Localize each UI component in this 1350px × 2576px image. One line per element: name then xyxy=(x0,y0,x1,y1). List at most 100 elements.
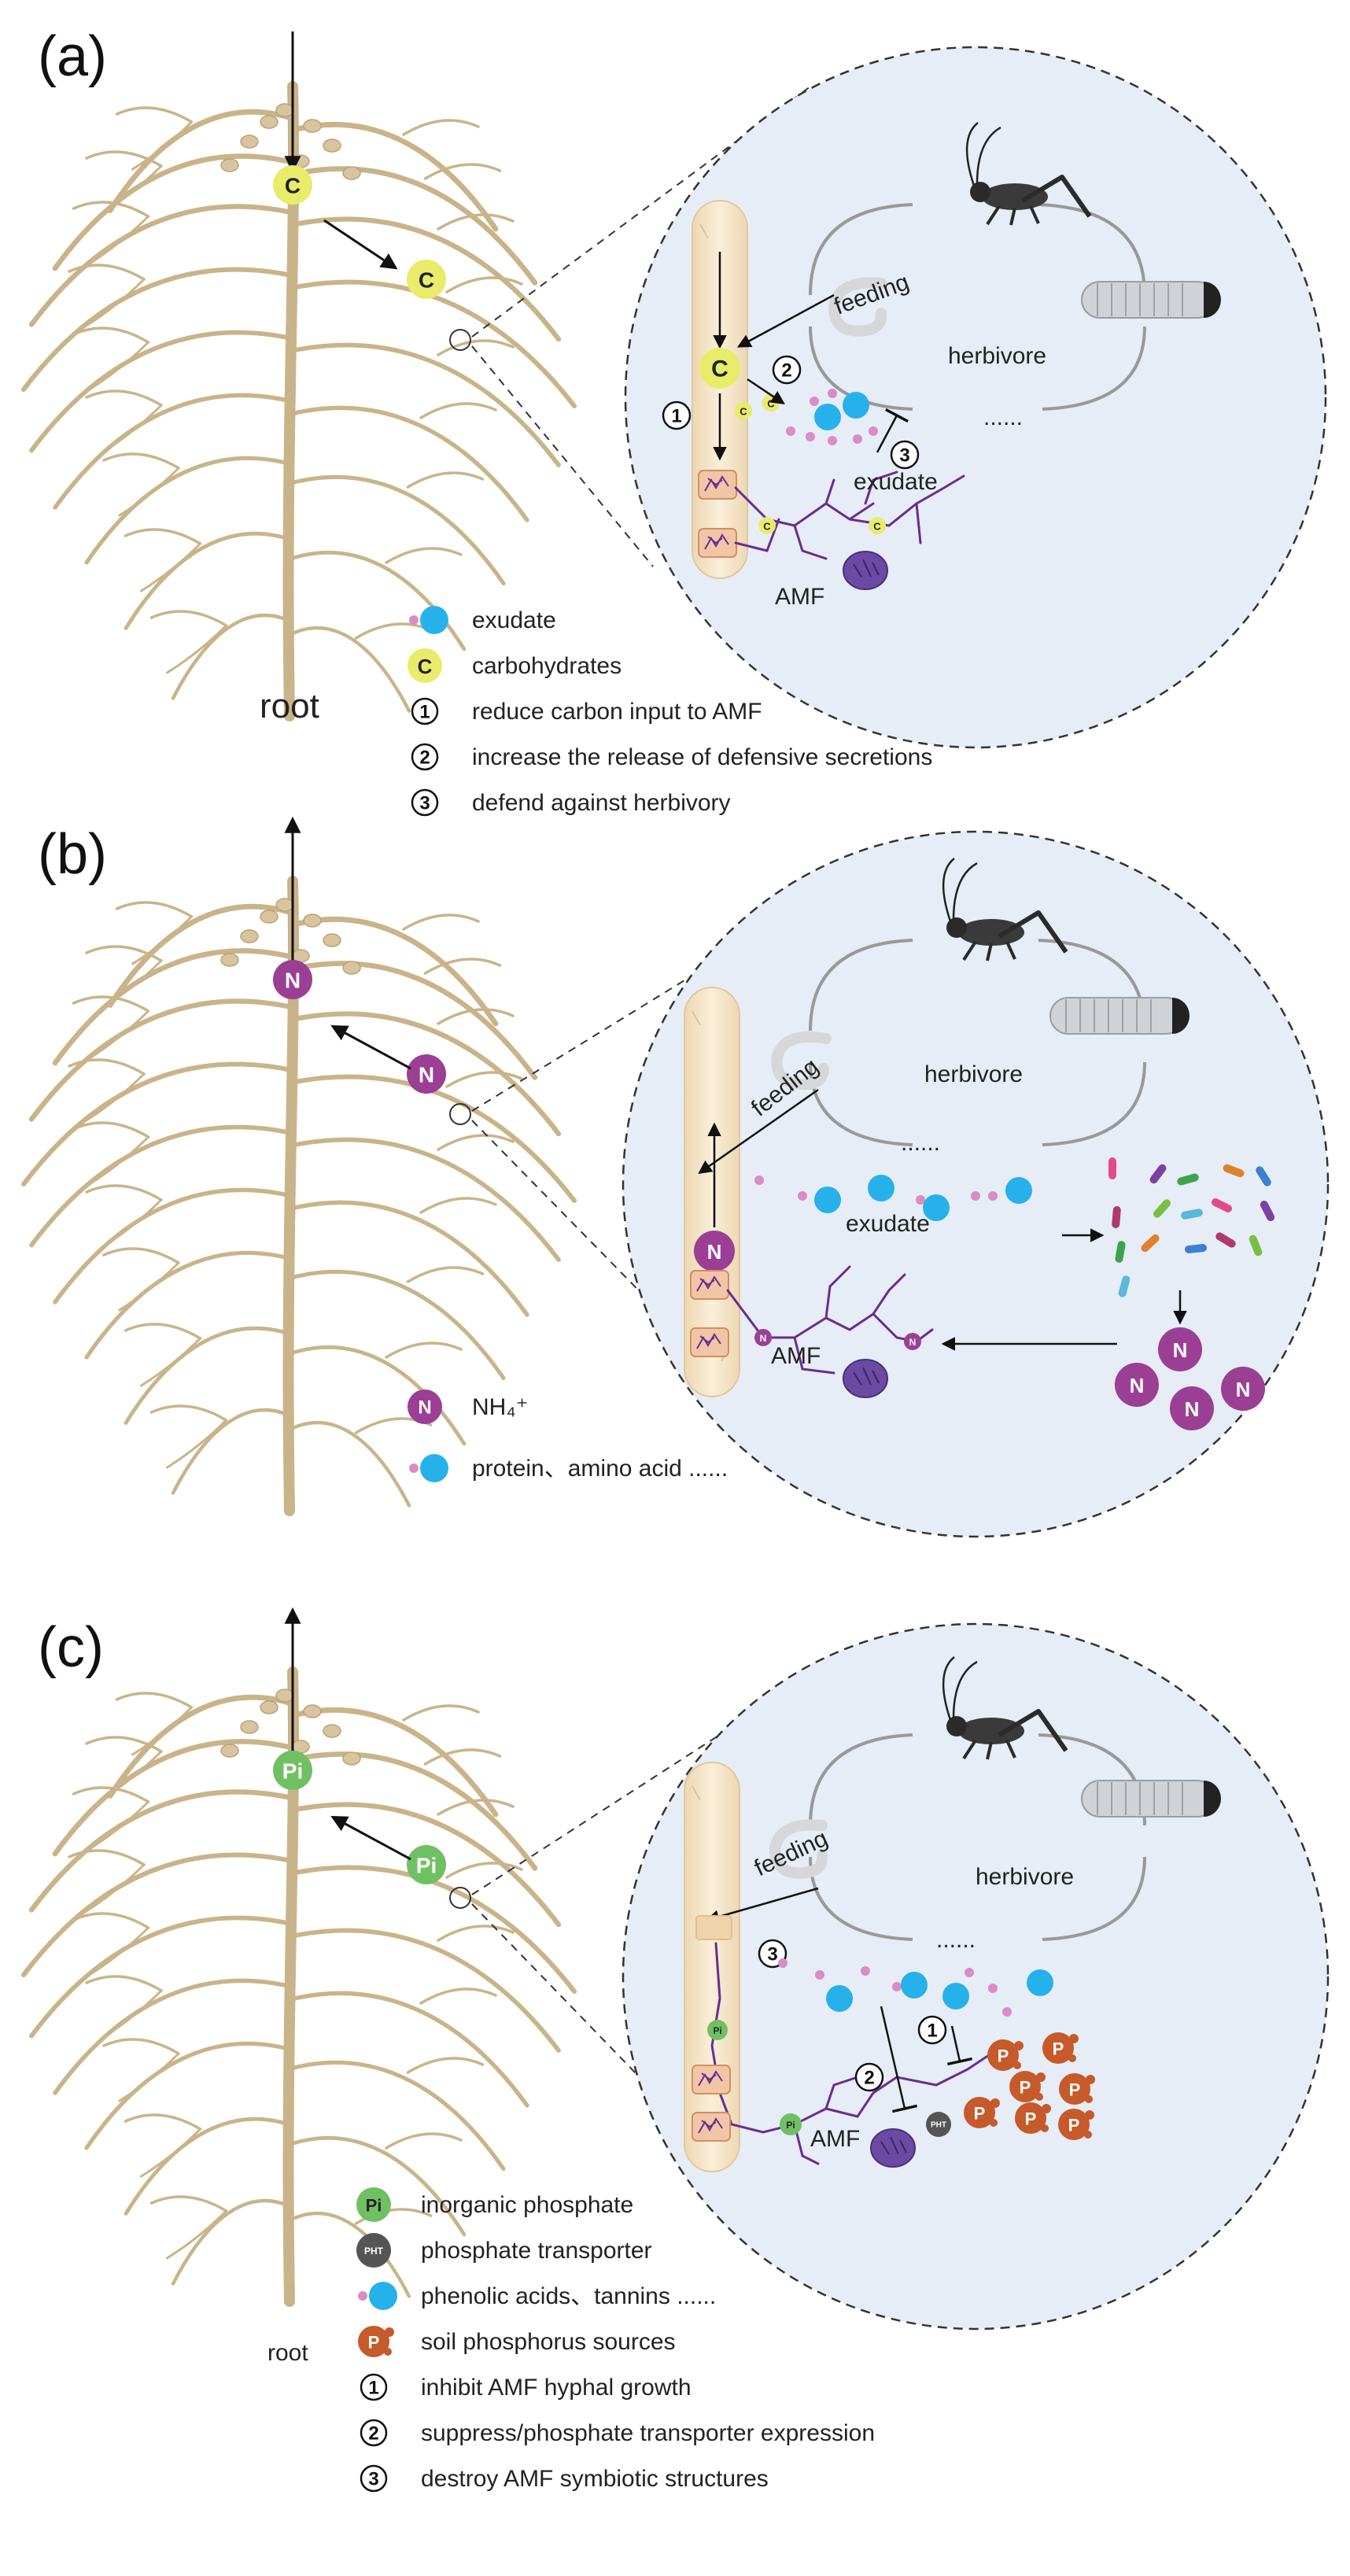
nutrient-node-label: Pi xyxy=(282,1759,303,1784)
lateral-root xyxy=(29,1915,293,2039)
exudate-large xyxy=(843,392,869,419)
panel-b-label: (b) xyxy=(38,823,107,886)
legend-step-number: 1 xyxy=(368,2378,378,2399)
soil-microbe xyxy=(1215,1232,1236,1248)
legend-pht-label: PHT xyxy=(364,2246,384,2257)
secondary-root xyxy=(423,958,502,975)
exudate-large xyxy=(826,1985,853,2012)
legend-pht xyxy=(356,2233,391,2268)
secondary-root xyxy=(101,1198,163,1249)
zoom-connector-a xyxy=(449,86,811,567)
legend-carbon xyxy=(408,648,442,683)
flow-arrow xyxy=(747,378,785,404)
lateral-root xyxy=(289,405,529,522)
lateral-root xyxy=(52,153,294,271)
amf-hyphae xyxy=(710,1942,993,2165)
legend-phosphate-label: Pi xyxy=(366,2196,382,2216)
exudate-small xyxy=(828,436,837,445)
secondary-root xyxy=(149,1404,228,1422)
secondary-root xyxy=(131,1706,193,1756)
nutrient-node xyxy=(699,348,740,389)
lateral-root xyxy=(53,1187,293,1305)
root-nodule xyxy=(323,1724,341,1738)
legend-text: NH₄⁺ xyxy=(472,1394,528,1420)
lateral-root xyxy=(28,1789,294,1913)
step-number-badge xyxy=(917,2015,947,2045)
soil-phosphorus-label: P xyxy=(1069,2080,1081,2100)
root-nodule xyxy=(240,929,259,943)
lateral-root xyxy=(288,1865,577,1995)
lateral-root xyxy=(289,1345,467,1446)
legend-carbon-label: C xyxy=(418,655,433,678)
dots-label-c: ...... xyxy=(936,1927,976,1953)
secondary-root xyxy=(72,201,150,218)
root-nodule xyxy=(303,1704,322,1718)
spore-texture xyxy=(880,2136,907,2155)
legend-exudate-large xyxy=(420,606,448,634)
lateral-root xyxy=(288,166,538,286)
legend-soil-p xyxy=(358,2326,389,2357)
legend-exudate-small xyxy=(358,2291,367,2301)
lateral-root xyxy=(84,2041,293,2150)
exudate-large xyxy=(923,1194,950,1221)
cricket-icon xyxy=(965,122,1092,226)
step-number: 3 xyxy=(899,445,909,467)
soil-phosphorus-bud xyxy=(990,2119,998,2127)
herbivore-label-c: herbivore xyxy=(976,1864,1074,1890)
secondary-root xyxy=(437,213,515,231)
cricket-body xyxy=(958,1718,1024,1744)
lateral-root xyxy=(288,279,577,409)
secondary-root xyxy=(72,1912,150,1929)
soil-phosphorus-label: P xyxy=(974,2104,986,2124)
step-number-badge xyxy=(854,2062,884,2092)
nutrient-node-label: N xyxy=(419,1063,434,1087)
soil-microbe xyxy=(1112,1206,1121,1228)
secondary-root xyxy=(101,404,163,454)
nutrient-node xyxy=(780,2113,802,2135)
secondary-root xyxy=(88,215,149,265)
soil-phosphorus xyxy=(987,2039,1019,2071)
cricket-body xyxy=(958,919,1024,946)
cricket-antenna xyxy=(942,858,955,922)
lateral-root xyxy=(289,2135,467,2237)
soil-phosphorus-bud xyxy=(1085,2095,1093,2103)
arbuscule xyxy=(698,2070,723,2087)
nutrient-node xyxy=(758,517,776,534)
soil-microbe xyxy=(1249,1234,1263,1257)
root-nodule xyxy=(303,913,322,928)
secondary-root xyxy=(88,1800,149,1851)
exudate-small xyxy=(892,1982,902,1991)
arbuscule xyxy=(696,1275,721,1292)
root-nodule xyxy=(260,910,278,924)
nutrient-node-label: C xyxy=(711,356,728,382)
secondary-root xyxy=(68,264,146,281)
lateral-root xyxy=(288,216,562,342)
nutrient-node xyxy=(1158,1327,1202,1371)
secondary-root xyxy=(166,624,227,674)
secondary-root xyxy=(402,119,480,136)
exudate-large xyxy=(1027,1969,1053,1996)
secondary-root xyxy=(354,622,433,640)
lateral-root xyxy=(289,1420,411,1508)
secondary-root xyxy=(72,1121,150,1139)
secondary-root xyxy=(419,1987,497,2005)
amf-label-c: AMF xyxy=(810,2126,860,2152)
secondary-root xyxy=(423,163,502,180)
cricket-antenna xyxy=(965,122,979,186)
exudate-large xyxy=(942,1983,969,2010)
exudate-large xyxy=(1005,1177,1032,1204)
nutrient-node xyxy=(1170,1386,1214,1430)
nutrient-node-label: N xyxy=(285,969,301,993)
secondary-root xyxy=(115,106,194,124)
cycle-arc xyxy=(809,939,913,1032)
step-number: 1 xyxy=(927,2021,937,2042)
secondary-root xyxy=(124,2113,202,2131)
secondary-root xyxy=(166,1419,227,1469)
secondary-root xyxy=(85,1975,163,1992)
step-number: 1 xyxy=(671,406,681,427)
secondary-root xyxy=(102,2038,180,2055)
legend-text: increase the release of defensive secret… xyxy=(472,744,932,770)
step-number-badge xyxy=(662,400,692,430)
